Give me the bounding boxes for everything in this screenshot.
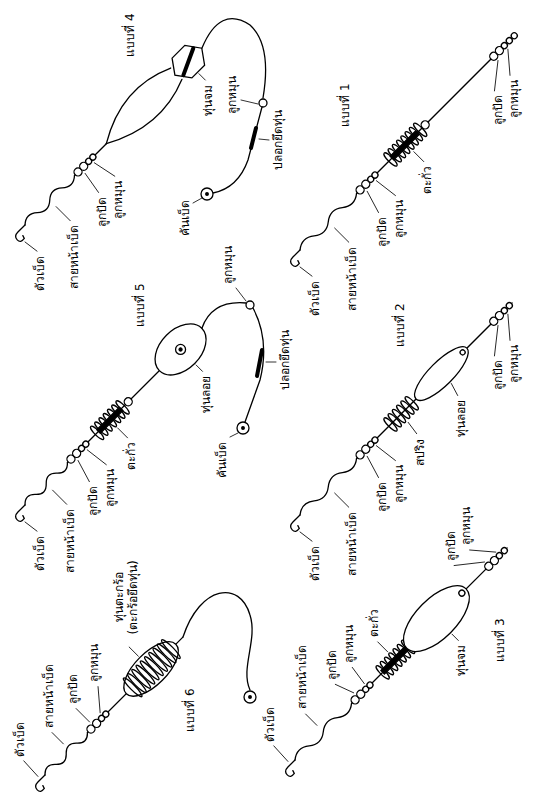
part-label: สายหน้าเบ็ด — [41, 663, 55, 729]
part-label: ลูกปัด — [443, 530, 457, 562]
part-label: สปริง — [413, 437, 427, 466]
part-label: ลูกปัด — [375, 216, 389, 248]
part-label: ลูกหมุน — [103, 468, 117, 508]
rig-title: แบบที่ 3 — [493, 617, 507, 662]
part-label: ปลอกยึดทุ่น — [271, 109, 285, 171]
part-label: ลูกหมุน — [392, 464, 406, 504]
part-label: ทุ่นจม — [455, 644, 469, 677]
part-label: ลูกหมุน — [506, 79, 520, 119]
float-line — [202, 288, 276, 437]
part-label: ตะกั่ว — [420, 165, 434, 195]
rig-title: แบบที่ 2 — [393, 302, 407, 347]
part-label: ลูกหมุน — [221, 245, 235, 285]
part-label: สายหน้าเบ็ด — [345, 511, 359, 577]
part-label: ทุ่นตะกร้อ (ตะกร้อยึดทุ่น) — [111, 551, 140, 643]
part-label: ลูกหมุน — [111, 180, 125, 220]
leader-lines — [273, 538, 521, 786]
rig-title: แบบที่ 6 — [183, 687, 197, 732]
part-label: ลูกหมุน — [392, 199, 406, 239]
leader-lines — [295, 314, 525, 544]
rig-title: แบบที่ 4 — [123, 12, 137, 57]
leader-lines — [20, 66, 208, 254]
part-label: ทุ่นลอย — [199, 375, 213, 414]
part-label: ทุ่นจม — [202, 84, 216, 117]
part-label: ลูกปัด — [86, 485, 100, 517]
part-label: สายหน้าเบ็ด — [295, 644, 309, 710]
part-label: ตะกั่ว — [367, 608, 381, 638]
part-label: คันเบ็ด — [178, 199, 192, 237]
rig-title: แบบที่ 5 — [133, 282, 147, 327]
part-label: ลูกหมุน — [506, 344, 520, 384]
fishing-rig — [1, 36, 222, 257]
part-label: สายหน้าเบ็ด — [345, 246, 359, 312]
part-label: ตัวเบ็ด — [308, 545, 322, 582]
part-label: ตะกั่ว — [124, 441, 138, 471]
leader-lines — [20, 353, 202, 535]
part-label: ลูกปัด — [65, 673, 79, 705]
part-label: ลูกหมุน — [225, 75, 239, 115]
part-label: ลูกปัด — [491, 359, 505, 391]
part-label: ลูกหมุน — [459, 506, 473, 546]
leader-lines — [295, 49, 525, 279]
part-label: ลูกปัด — [325, 649, 339, 681]
part-label: ทุ่นลอย — [454, 399, 468, 438]
part-label: ลูกปัด — [375, 481, 389, 513]
part-label: ตัวเบ็ด — [33, 255, 47, 292]
part-label: ลูกปัด — [491, 94, 505, 126]
part-label: ลูกหมุน — [87, 643, 101, 683]
part-label: สายหน้าเบ็ด — [67, 224, 81, 290]
part-label: ตัวเบ็ด — [13, 720, 27, 757]
part-label: ปลอกยึดทุ่น — [278, 329, 292, 391]
part-label: สายหน้าเบ็ด — [63, 508, 77, 574]
float-line — [183, 593, 256, 703]
part-label: ลูกหมุน — [342, 624, 356, 664]
fishing-rig — [282, 27, 537, 282]
part-label: คันเบ็ด — [215, 441, 229, 479]
fishing-rig — [0, 314, 224, 538]
part-label: ตัวเบ็ด — [308, 280, 322, 317]
fishing-rig — [266, 530, 529, 793]
part-label: ตัวเบ็ด — [263, 705, 277, 742]
float-line — [193, 19, 287, 203]
rig-title: แบบที่ 1 — [338, 82, 352, 127]
leader-lines — [19, 647, 148, 776]
part-label: ตัวเบ็ด — [33, 535, 47, 572]
part-label: ลูกปัด — [95, 196, 109, 228]
fishing-rig — [280, 294, 532, 546]
fishing-rig — [12, 615, 194, 797]
